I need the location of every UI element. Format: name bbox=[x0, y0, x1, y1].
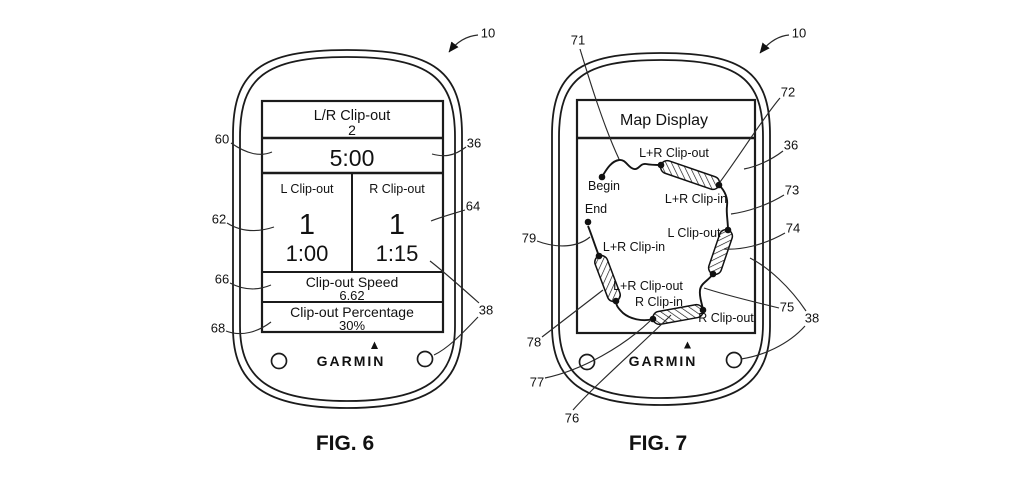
fig7-begin-point bbox=[598, 173, 606, 181]
fig7-ref-38-leader-lower bbox=[740, 325, 806, 360]
fig7-ref-36-leader bbox=[743, 150, 784, 170]
fig7-ref-73-leader bbox=[730, 194, 785, 215]
fig7-route-bottom-left-segment bbox=[615, 300, 654, 322]
fig7-device-inner-shell bbox=[558, 59, 764, 399]
fig7-route-begin-segment bbox=[601, 159, 662, 178]
fig7-right-button[interactable] bbox=[725, 351, 743, 369]
fig6-speed-label: Clip-out Speed bbox=[306, 274, 399, 290]
fig7-end-point bbox=[584, 218, 592, 226]
fig7-ref-77: 77 bbox=[530, 375, 544, 390]
fig7-screen-title: Map Display bbox=[620, 112, 708, 129]
fig6-left-button[interactable] bbox=[270, 352, 288, 370]
fig7-ref-74-leader bbox=[723, 232, 786, 250]
fig6-duration-value: 5:00 bbox=[330, 145, 375, 171]
fig6-ref-68-leader bbox=[225, 321, 272, 335]
fig7-left-clipout-point bbox=[612, 297, 620, 305]
fig6-garmin-delta-icon bbox=[371, 341, 378, 349]
fig6-ref-60: 60 bbox=[215, 132, 229, 147]
fig7-route-right-upper-segment bbox=[718, 184, 729, 231]
fig6-ref-36-leader bbox=[431, 146, 467, 157]
fig7-r-clipout-point bbox=[699, 306, 707, 314]
fig7-label-top-clipin: L+R Clip-in bbox=[665, 192, 727, 206]
fig7-device-outer-shell bbox=[551, 52, 771, 406]
fig7-ref-73: 73 bbox=[785, 183, 799, 198]
fig7-ref-75: 75 bbox=[780, 300, 794, 315]
fig7-route-map: Begin End L+R Clip-out L+R Clip-in L Cli… bbox=[584, 146, 754, 326]
fig7-ref-77-leader bbox=[544, 320, 651, 379]
fig6-ref-66: 66 bbox=[215, 272, 229, 287]
fig7-label-begin: Begin bbox=[588, 179, 620, 193]
fig6-right-col-label: R Clip-out bbox=[369, 182, 425, 196]
fig7-ref-10-arrow bbox=[759, 34, 790, 54]
fig7-ref-72-leader bbox=[719, 97, 781, 183]
fig6-device: L/R Clip-out 2 5:00 L Clip-out 1 1:00 R … bbox=[232, 49, 463, 409]
fig6-right-col-count: 1 bbox=[389, 209, 405, 241]
fig6-ref-68: 68 bbox=[211, 321, 225, 336]
fig7-ref-76: 76 bbox=[565, 411, 579, 426]
fig7-top-clipin-point bbox=[715, 181, 723, 189]
fig6-ref-60-leader bbox=[230, 142, 273, 155]
fig6-caption: FIG. 6 bbox=[316, 432, 374, 455]
fig7-ref-10: 10 bbox=[792, 26, 806, 41]
fig7-label-left-clipout: L+R Clip-out bbox=[613, 279, 683, 293]
fig7-ref-79-leader bbox=[536, 236, 591, 247]
fig7-ref-38: 38 bbox=[805, 311, 819, 326]
fig6-ref-10: 10 bbox=[481, 26, 495, 41]
fig6-left-col-time: 1:00 bbox=[286, 241, 329, 266]
fig6-ref-38: 38 bbox=[479, 303, 493, 318]
fig7-route-right-lower-segment bbox=[698, 273, 714, 311]
fig7-garmin-logo: GARMIN bbox=[629, 353, 698, 369]
fig7-garmin-delta-icon bbox=[684, 341, 691, 349]
fig6-ref-10-arrow bbox=[448, 34, 479, 53]
fig7-ref-75-leader bbox=[703, 287, 780, 309]
fig7-ref-38-leader-upper bbox=[749, 257, 807, 312]
fig6-ref-36: 36 bbox=[467, 136, 481, 151]
fig6-right-col-time: 1:15 bbox=[376, 241, 419, 266]
fig6-ref-38-leader-upper bbox=[429, 260, 480, 304]
fig6-ref-62: 62 bbox=[212, 212, 226, 227]
fig7-label-end: End bbox=[585, 202, 607, 216]
fig6-clipout-count: 2 bbox=[348, 122, 356, 138]
fig6-left-col-count: 1 bbox=[299, 209, 315, 241]
fig6-garmin-logo: GARMIN bbox=[317, 353, 386, 369]
fig7-left-button[interactable] bbox=[578, 353, 596, 371]
fig6-ref-64-leader bbox=[430, 209, 466, 222]
fig6-device-outer-shell bbox=[232, 49, 463, 409]
fig7-label-r-clipout: R Clip-out bbox=[698, 311, 754, 325]
fig7-label-r-clipin: R Clip-in bbox=[635, 295, 683, 309]
fig7-caption: FIG. 7 bbox=[629, 432, 687, 455]
fig7-ref-76-leader bbox=[572, 314, 672, 411]
fig7-label-top-clipout: L+R Clip-out bbox=[639, 146, 709, 160]
fig7-ref-78-leader bbox=[541, 289, 604, 338]
fig7-top-clipout-point bbox=[657, 161, 665, 169]
fig6-ref-38-leader-lower bbox=[433, 316, 479, 356]
fig6-left-col-label: L Clip-out bbox=[280, 182, 334, 196]
fig7-ref-36: 36 bbox=[784, 138, 798, 153]
fig7-ref-78: 78 bbox=[527, 335, 541, 350]
fig6-pct-value: 30% bbox=[339, 318, 365, 333]
fig6-ref-66-leader bbox=[229, 282, 272, 290]
fig7-l-clipout-point bbox=[724, 226, 732, 234]
fig7-r-clipin-point bbox=[649, 315, 657, 323]
fig6-reference-annotations: 10 60 36 62 64 66 68 38 bbox=[211, 26, 495, 356]
fig7-ref-71-leader bbox=[579, 48, 620, 160]
fig7-ref-72: 72 bbox=[781, 85, 795, 100]
fig7-ref-79: 79 bbox=[522, 231, 536, 246]
fig6-ref-62-leader bbox=[226, 222, 275, 232]
fig6-right-button[interactable] bbox=[416, 350, 434, 368]
fig6-speed-value: 6.62 bbox=[339, 288, 364, 303]
fig7-label-left-clipin: L+R Clip-in bbox=[603, 240, 665, 254]
fig7-right-lower-point bbox=[709, 270, 717, 278]
fig7-label-l-clipout: L Clip-out bbox=[667, 226, 721, 240]
fig6-screen-title: L/R Clip-out bbox=[314, 108, 391, 124]
fig7-ref-74: 74 bbox=[786, 221, 800, 236]
fig6-pct-label: Clip-out Percentage bbox=[290, 304, 414, 320]
fig6-device-inner-shell bbox=[239, 56, 456, 402]
fig7-ref-71: 71 bbox=[571, 33, 585, 48]
fig7-reference-annotations: 10 71 72 36 73 74 75 38 79 78 77 76 bbox=[522, 26, 819, 426]
fig6-ref-64: 64 bbox=[466, 199, 480, 214]
fig7-left-clipin-point bbox=[595, 252, 603, 260]
